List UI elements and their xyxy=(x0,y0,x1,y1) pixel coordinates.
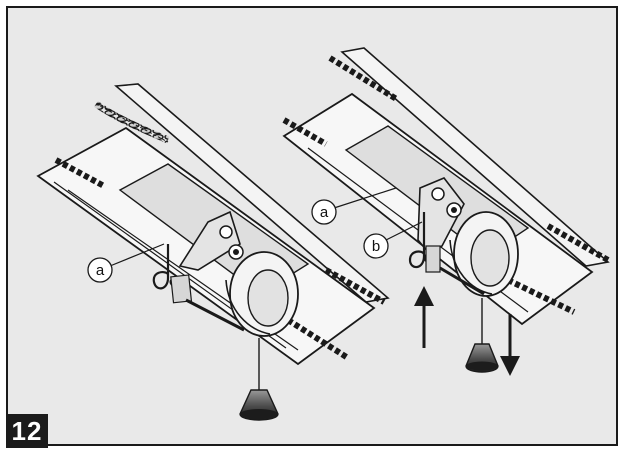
left-bottom-chain xyxy=(286,317,350,361)
left-rail-assembly xyxy=(36,83,390,421)
right-right-chain xyxy=(546,223,610,263)
up-arrow-icon xyxy=(414,286,434,348)
right-bottom-chain xyxy=(506,277,576,315)
left-callout-a-label: a xyxy=(96,262,105,279)
left-top-chain xyxy=(94,101,170,144)
right-callout-a-label: a xyxy=(320,204,329,221)
door-hardware-illustration: a xyxy=(36,47,610,421)
left-release-hook xyxy=(152,244,170,290)
step-number-badge: 12 xyxy=(6,414,48,448)
down-arrow-icon xyxy=(500,314,520,376)
left-side-chain xyxy=(54,157,106,189)
right-rail-assembly xyxy=(282,47,610,376)
illustration-frame: a xyxy=(6,6,618,446)
right-side-chain xyxy=(282,117,328,147)
right-upper-rail xyxy=(340,47,610,267)
left-bracket-bolt xyxy=(219,225,233,239)
right-callout-a: a xyxy=(311,187,397,225)
right-release-bracket xyxy=(417,177,465,253)
left-right-chain xyxy=(324,267,386,305)
right-callout-b-label: b xyxy=(372,238,380,255)
right-release-hook xyxy=(408,212,426,269)
right-bracket-bolt xyxy=(431,187,445,201)
left-callout-a: a xyxy=(87,243,165,283)
right-callout-b: b xyxy=(363,221,423,259)
right-top-chain xyxy=(328,55,400,103)
left-upper-rail xyxy=(114,83,390,303)
